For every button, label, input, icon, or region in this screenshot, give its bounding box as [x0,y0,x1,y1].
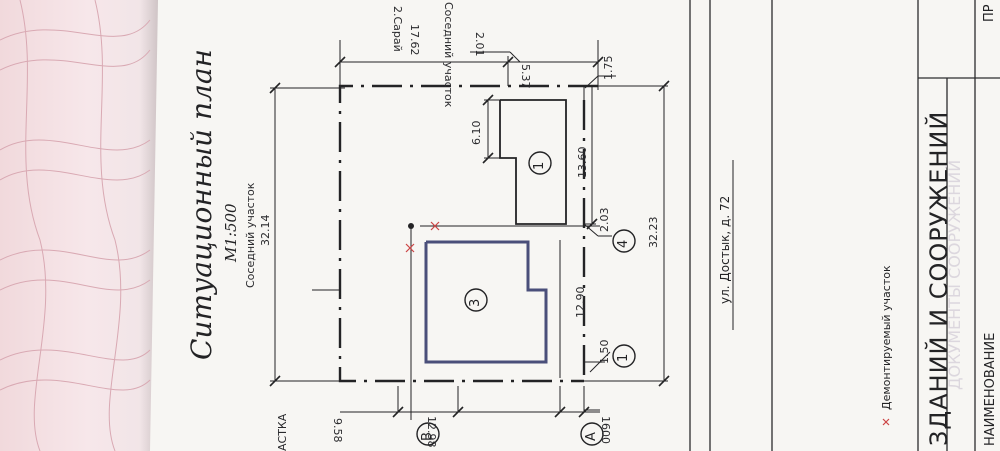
neighbor-label-top: Соседний участок [244,182,257,288]
dim-left-a: 9.58 [331,418,344,443]
drawing-frame [689,0,1000,451]
dim-right-segment: 5.37 [519,64,532,89]
axis-mark-a: A [584,432,599,441]
dim-shed-offset: 2.01 [473,32,486,57]
plot-label-left: АСТКА [276,413,289,451]
dimension-lines [270,40,734,420]
dim-bottom-overall: 32.23 [647,216,660,249]
corner-label: ПР [982,4,997,22]
show-through-text: ДОКУМЕНТЫ СООРУЖЕНИЙ [945,160,964,390]
demolition-markers [405,221,890,426]
building-1-mark: 1 [532,161,547,170]
building-1-outline [499,99,567,225]
street-label: ул. Достык, д. 72 [718,195,732,304]
shed-label: 2.Сарай [391,6,404,52]
dim-building1-length: 13.60 [576,146,589,179]
dim-building1-width: 6.10 [470,120,483,146]
marker-circles [416,151,636,446]
site-boundary [338,84,598,383]
svg-text:ДОКУМЕНТЫ СООРУЖЕНИЙ: ДОКУМЕНТЫ СООРУЖЕНИЙ [945,160,964,390]
plan-title: Ситуационный план [185,49,218,360]
dim-right-overall: 17.62 [408,24,421,56]
dim-top-overall: 32.14 [259,214,272,247]
neighbor-label-right: Соседний участок [442,2,455,108]
building-3-outline [424,240,548,364]
axis-mark-b: B [420,432,435,441]
section-heading: ЗДАНИЙ И СООРУЖЕНИЙ [925,110,953,446]
building-3-mark: 3 [468,298,483,307]
demolition-note: Демонтируемый участок [880,265,893,410]
building-4-mark: 4 [616,239,631,248]
dim-bottom-left-offset: 1.50 [598,339,611,365]
axis-mark-1: 1 [616,353,631,362]
plan-scale: М1:500 [222,203,240,262]
dim-corner-offset: 1.75 [602,55,615,81]
dim-left-c: 1600 [599,416,612,444]
table-column-name: НАИМЕНОВАНИЕ [983,332,998,446]
dim-gap: 2.03 [598,207,611,233]
patterned-wall [0,0,160,451]
wallpaper-pattern [0,0,151,451]
dim-building3-offset: 12.90 [574,286,587,319]
